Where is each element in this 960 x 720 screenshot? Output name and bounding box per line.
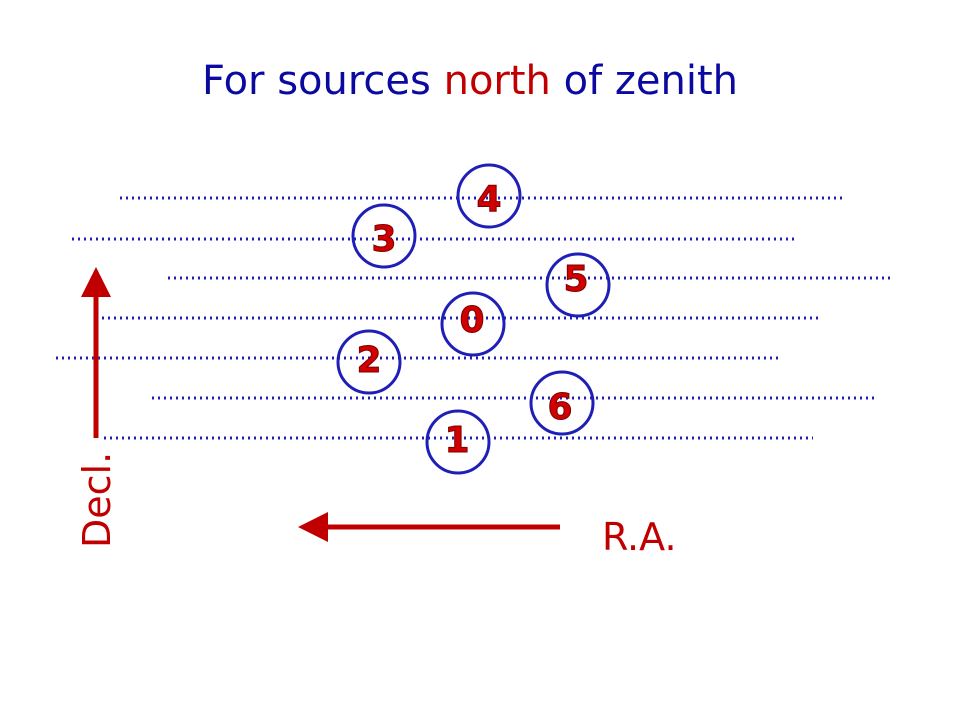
slide-title: For sources north of zenith — [0, 58, 940, 104]
position-label: 6 — [547, 387, 572, 428]
position-label: 4 — [476, 179, 501, 220]
position-2: 2 — [336, 329, 402, 395]
position-label: 5 — [563, 259, 588, 300]
title-suffix: of zenith — [550, 58, 738, 104]
title-prefix: For sources — [201, 58, 444, 104]
title-highlight: north — [443, 58, 551, 104]
position-3: 3 — [351, 203, 417, 269]
position-label: 1 — [444, 420, 469, 461]
position-6: 6 — [529, 370, 595, 436]
position-5: 5 — [545, 252, 611, 318]
dec-label: Decl. — [75, 452, 119, 548]
position-1: 1 — [425, 409, 491, 475]
ra-label: R.A. — [602, 515, 677, 559]
position-label: 0 — [459, 300, 484, 341]
scan-lines — [56, 196, 893, 440]
position-label: 3 — [371, 219, 396, 260]
position-label: 2 — [356, 340, 381, 381]
position-0: 0 — [440, 291, 506, 357]
position-4: 4 — [456, 163, 522, 229]
